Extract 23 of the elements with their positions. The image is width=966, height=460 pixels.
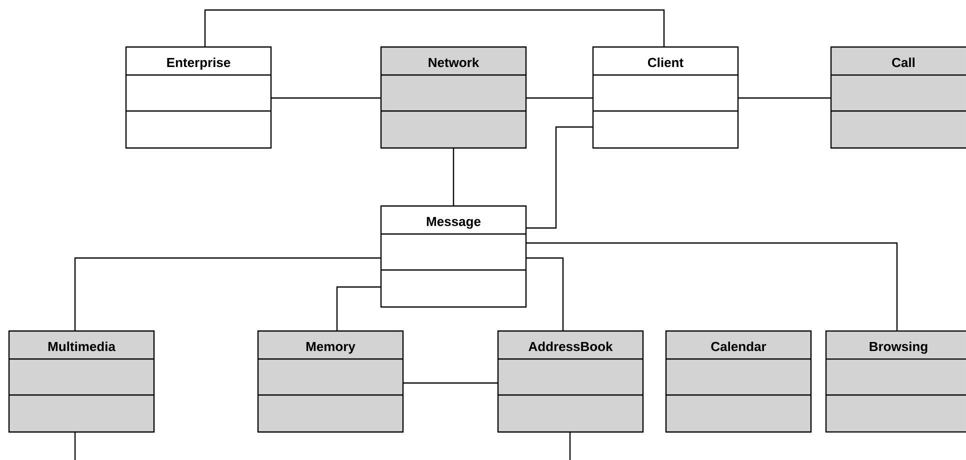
connector [74, 257, 381, 331]
connector [403, 382, 498, 384]
connector [336, 286, 381, 331]
class-box: Call [830, 46, 966, 149]
connector [74, 432, 76, 460]
class-box: Client [592, 46, 739, 149]
class-box: AddressBook [497, 330, 644, 433]
connector [452, 148, 454, 206]
connector [204, 9, 665, 47]
connector [569, 432, 571, 460]
connector [271, 97, 381, 99]
connector [526, 97, 593, 99]
class-box: Message [380, 205, 527, 308]
connector [526, 242, 898, 331]
connector [526, 126, 593, 229]
class-box: Enterprise [125, 46, 272, 149]
connector [526, 257, 564, 331]
class-box: Memory [257, 330, 404, 433]
class-box: Network [380, 46, 527, 149]
class-box: Browsing [825, 330, 966, 433]
connector [738, 97, 831, 99]
class-box: Calendar [665, 330, 812, 433]
class-box: Multimedia [8, 330, 155, 433]
